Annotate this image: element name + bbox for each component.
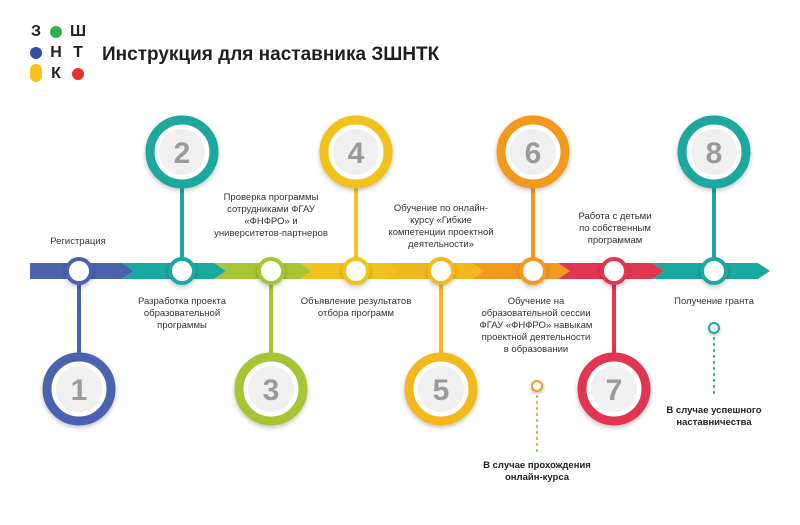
band-node-4 — [342, 257, 370, 285]
logo-letter-t: Т — [73, 44, 83, 61]
logo-blue-dot — [30, 47, 42, 59]
band-node-7 — [600, 257, 628, 285]
step-circle-8: 8 — [677, 115, 751, 189]
step-circle-6: 6 — [496, 115, 570, 189]
step-circle-4: 4 — [319, 115, 393, 189]
band-node-6 — [519, 257, 547, 285]
step-label-8: Получение гранта — [674, 296, 754, 307]
logo-green-dot — [50, 26, 62, 38]
note-branches — [531, 322, 720, 453]
step-label-5: Обучение по онлайн-курсу «Гибкие компете… — [388, 203, 494, 250]
logo-yellow-bar — [30, 64, 42, 82]
connectors — [77, 185, 716, 357]
step-number-6: 6 — [525, 137, 542, 170]
timeline-band — [30, 263, 770, 279]
step-circle-5: 5 — [404, 352, 478, 426]
step-label-3: Проверка программы сотрудниками ФГАУ «ФН… — [214, 192, 328, 239]
step-circle-1: 1 — [42, 352, 116, 426]
step-number-1: 1 — [71, 374, 88, 407]
step-number-5: 5 — [433, 374, 450, 407]
logo-red-dot — [72, 68, 84, 80]
band-node-3 — [257, 257, 285, 285]
band-node-5 — [427, 257, 455, 285]
step-number-4: 4 — [348, 137, 365, 170]
logo-letter-n: Н — [50, 44, 62, 61]
step-label-7: Работа с детьми по собственным программа… — [578, 211, 652, 246]
logo: З Ш Н Т К — [26, 22, 88, 84]
note-online-course: В случае прохождения онлайн-курса — [483, 460, 591, 483]
step-number-3: 3 — [263, 374, 280, 407]
step-circle-7: 7 — [577, 352, 651, 426]
step-number-7: 7 — [606, 374, 623, 407]
logo-letter-k: К — [51, 65, 61, 82]
step-circles: 1 2 3 4 5 6 7 — [42, 115, 751, 426]
step-label-4: Объявление результатов отбора программ — [300, 296, 412, 319]
step-circle-2: 2 — [145, 115, 219, 189]
note-success: В случае успешного наставничества — [666, 405, 762, 428]
step-circle-3: 3 — [234, 352, 308, 426]
logo-letter-sh: Ш — [69, 23, 87, 40]
logo-letter-z: З — [30, 23, 42, 40]
step-label-2: Разработка проекта образовательной прогр… — [137, 296, 227, 331]
band-nodes — [65, 257, 728, 285]
band-node-2 — [168, 257, 196, 285]
page-title: Инструкция для наставника ЗШНТК — [102, 44, 440, 65]
band-node-1 — [65, 257, 93, 285]
band-node-8 — [700, 257, 728, 285]
success-marker — [708, 322, 720, 334]
step-number-2: 2 — [174, 137, 191, 170]
step-label-1: Регистрация — [50, 236, 106, 247]
step-number-8: 8 — [706, 137, 723, 170]
step-label-6: Обучение на образовательной сессии ФГАУ … — [479, 296, 593, 355]
online-course-marker — [531, 380, 543, 392]
